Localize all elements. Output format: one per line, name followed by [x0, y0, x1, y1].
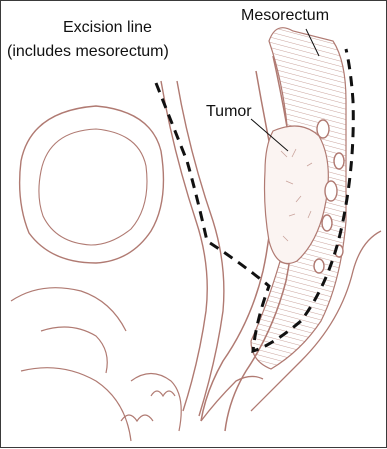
pelvic-floor-structures	[11, 288, 181, 441]
anterior-tube-outer	[161, 81, 207, 411]
excision-line-label: Excision line	[63, 19, 152, 37]
bladder-inner	[39, 129, 147, 245]
excision-line-note-label: (includes mesorectum)	[7, 43, 169, 61]
tumor-label: Tumor	[206, 103, 252, 121]
mesorectum-label: Mesorectum	[241, 7, 329, 25]
